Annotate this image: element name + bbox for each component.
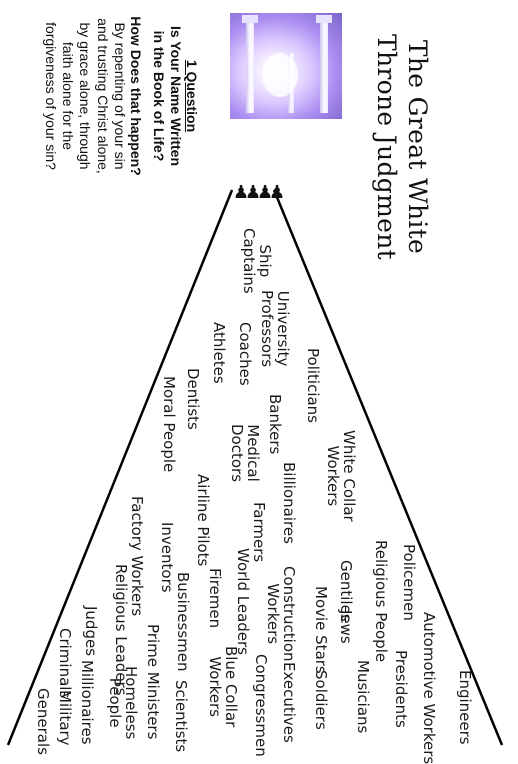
crowd-world-leaders: World Leaders (234, 548, 252, 655)
crowd-moral-people: Moral People (160, 376, 178, 473)
crowd-millionaires: Millionaires (78, 660, 96, 745)
crowd-politicians: Politicians (304, 348, 322, 423)
question-block: 1 Question Is Your Name Written in the B… (42, 6, 200, 186)
crowd-farmers: Farmers (250, 502, 268, 563)
crowd-medical-doctors: Medical Doctors (228, 424, 262, 483)
crowd-generals: Generals (34, 688, 52, 755)
crowd-firemen: Firemen (206, 568, 224, 629)
crowd-university-line-1: University (274, 290, 292, 367)
crowd-construction-workers: Construction Workers (264, 566, 298, 662)
person-figure-icon: ♟ (233, 182, 250, 203)
crowd-congressmen: Congressmen (252, 654, 270, 757)
page-title: The Great White Throne Judgment (371, 32, 433, 262)
crowd-presidents: Presidents (392, 650, 410, 728)
crowd-criminals: Criminals (56, 628, 74, 699)
crowd-dentists: Dentists (184, 368, 202, 430)
crowd-billionaires: Billionaires (280, 462, 298, 544)
answer-line-2: and trusting Christ alone, (94, 18, 111, 174)
throne-image (230, 13, 342, 119)
crowd-coaches: Coaches (236, 322, 254, 386)
people-figures: ♟ ♟ ♟ ♟ (232, 182, 285, 203)
crowd-ship-line-2: Captains (240, 228, 259, 294)
crowd-religious-leaders: Religious Leaders (112, 564, 130, 696)
crowd-factory-workers: Factory Workers (128, 496, 146, 617)
crowd-movie-stars: Movie Stars (312, 586, 330, 674)
crowd-university-professors: University Professors (258, 290, 292, 368)
crowd-white-collar: White Collar Workers (324, 430, 358, 522)
crowd-blue-collar-workers: Blue Collar Workers (206, 646, 240, 728)
funnel-right-line (6, 189, 234, 746)
crowd-religious-people: Religious People (372, 540, 390, 663)
answer-line-1: By repenting of your sin (111, 22, 128, 170)
crowd-soldiers: Soldiers (312, 670, 330, 730)
crowd-businessmen: Businessmen (174, 572, 192, 672)
crowd-medical-line-2: Doctors (228, 424, 247, 483)
crowd-ship-captains: Ship Captains (240, 228, 274, 294)
throne-columns-graphic (242, 15, 332, 113)
title-line-2: Throne Judgment (372, 34, 402, 260)
crowd-gentiles: Gentiles (337, 560, 355, 622)
crowd-automotive-workers: Automotive Workers (420, 612, 438, 764)
crowd-white-collar-line-2: Workers (324, 445, 343, 507)
crowd-blue-collar-line-1: Blue Collar (222, 646, 240, 728)
crowd-white-collar-line-1: White Collar (340, 430, 358, 522)
answer-line-4: faith alone for the (60, 41, 77, 151)
crowd-judges: Judges (82, 606, 100, 657)
crowd-scientists: Scientists (172, 680, 190, 753)
crowd-medical-line-1: Medical (244, 424, 262, 482)
crowd-musicians: Musicians (354, 660, 372, 734)
crowd-construction-line-2: Workers (264, 583, 283, 645)
question-ask-line-1: Is Your Name Written (168, 25, 184, 167)
crowd-university-line-2: Professors (258, 290, 277, 368)
crowd-blue-collar-line-2: Workers (206, 656, 225, 717)
question-how: How Does that happen? (128, 16, 145, 176)
crowd-policemen: Policemen (400, 544, 418, 621)
crowd-engineers: Engineers (456, 670, 474, 745)
crowd-athletes: Athletes (210, 322, 228, 384)
crowd-construction-line-1: Construction (280, 566, 298, 662)
crowd-ship-line-1: Ship (256, 244, 274, 278)
crowd-inventors: Inventors (158, 522, 176, 593)
question-ask-line-2: in the Book of Life? (151, 30, 168, 162)
crowd-executives: Executives (280, 662, 298, 743)
answer-line-3: by grace alone, through (77, 22, 94, 170)
crowd-airline-pilots: Airline Pilots (194, 474, 212, 567)
crowd-bankers: Bankers (266, 394, 284, 455)
crowd-military: Military (56, 690, 74, 746)
question-heading: 1 Question (184, 59, 200, 133)
crowd-prime-ministers: Prime Ministers (144, 624, 162, 740)
title-line-1: The Great White (403, 39, 432, 255)
answer-line-5: forgiveness of your sin? (43, 22, 60, 170)
funnel-left-line (272, 189, 504, 746)
